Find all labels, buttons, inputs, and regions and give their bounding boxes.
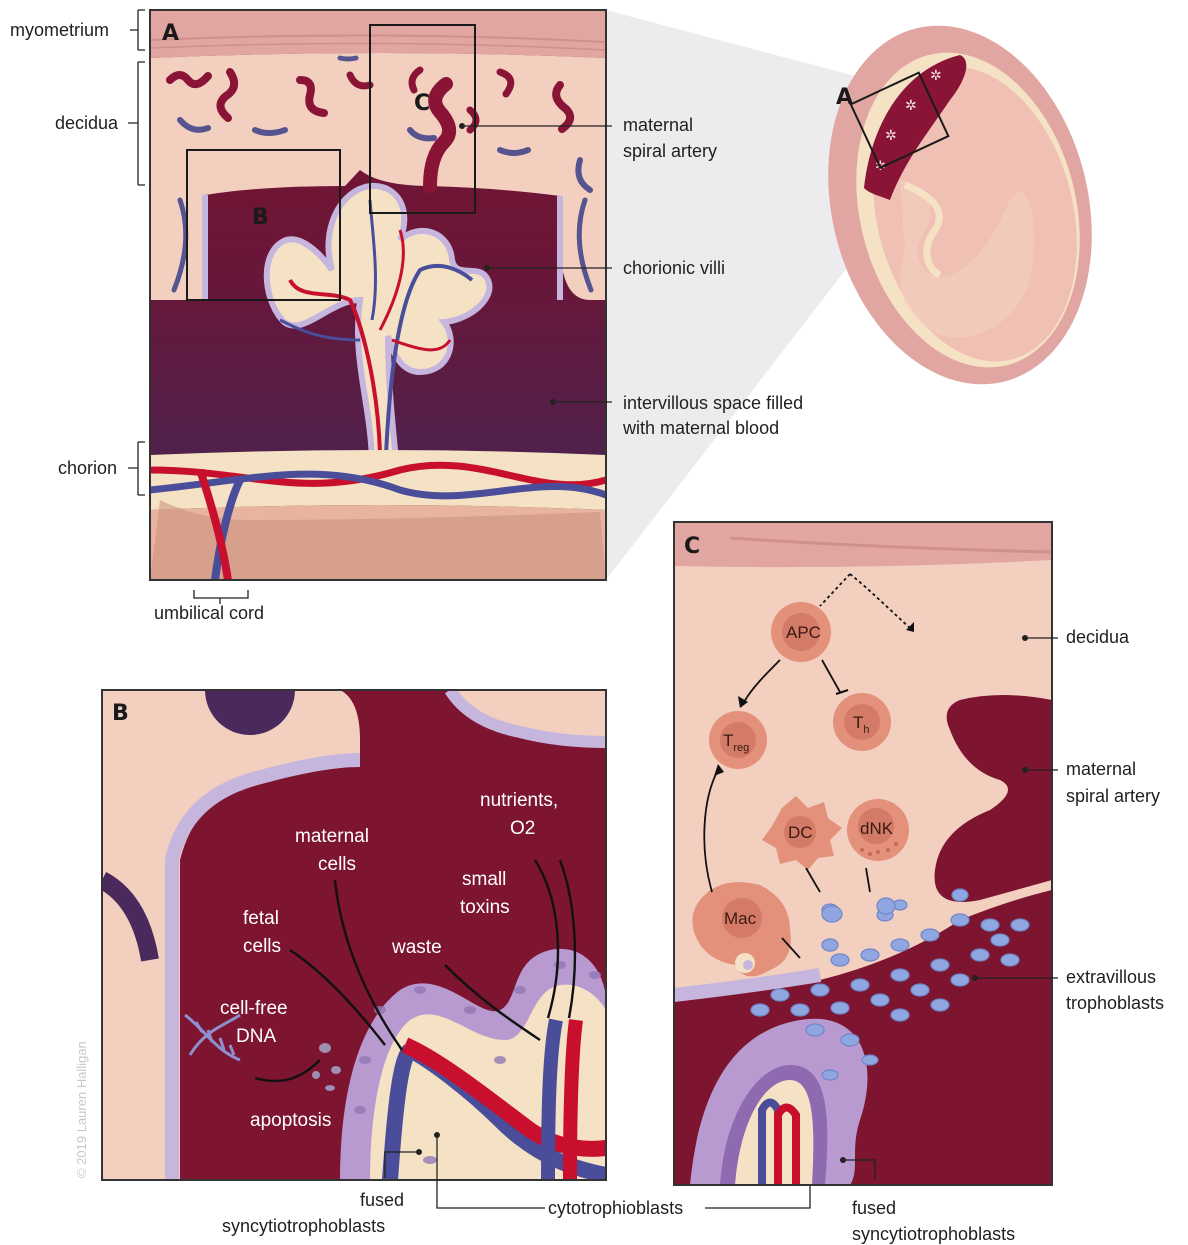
label-decidua-c: decidua: [1066, 627, 1130, 647]
panel-c-letter: C: [684, 534, 700, 559]
label-myometrium: myometrium: [10, 20, 109, 40]
label-intervillous-2: with maternal blood: [622, 418, 779, 438]
myometrium-layer: [150, 10, 606, 58]
label-fused-sync-c1: fused: [852, 1198, 896, 1218]
label-fused-sync-c2: syncytiotrophoblasts: [852, 1224, 1015, 1244]
svg-text:✲: ✲: [930, 67, 942, 83]
svg-text:✲: ✲: [905, 97, 917, 113]
label-chorion: chorion: [58, 458, 117, 478]
label-fetal-cells-2: cells: [243, 936, 281, 957]
label-maternal-cells-2: cells: [318, 854, 356, 875]
inset-c-letter: C: [414, 91, 430, 116]
label-extravillous-1: extravillous: [1066, 967, 1156, 987]
label-waste: waste: [391, 937, 442, 958]
label-spiral-artery-a1: maternal: [623, 115, 693, 135]
inset-b-letter: B: [252, 205, 269, 230]
label-nutrients-1: nutrients,: [480, 790, 558, 811]
label-cytotroph: cytotrophioblasts: [548, 1198, 683, 1218]
panel-c: [674, 522, 1052, 1185]
label-mac: Mac: [724, 909, 757, 928]
panel-a: [150, 10, 606, 580]
label-maternal-cells-1: maternal: [295, 826, 369, 847]
label-small-toxins-2: toxins: [460, 897, 510, 918]
label-cell-free-1: cell-free: [220, 998, 288, 1019]
label-apc: APC: [786, 623, 821, 642]
label-spiral-artery-c2: spiral artery: [1066, 786, 1160, 806]
label-fetal-cells-1: fetal: [243, 908, 279, 929]
overview-a-letter: A: [836, 85, 853, 110]
label-spiral-artery-a2: spiral artery: [623, 141, 717, 161]
label-spiral-artery-c1: maternal: [1066, 759, 1136, 779]
label-cell-free-2: DNA: [236, 1026, 276, 1047]
panel-b: [102, 645, 606, 1180]
label-decidua-a: decidua: [55, 113, 119, 133]
svg-text:✲: ✲: [885, 127, 897, 143]
label-umbilical-cord: umbilical cord: [154, 603, 264, 623]
label-dc: DC: [788, 823, 813, 842]
label-apoptosis: apoptosis: [250, 1110, 331, 1131]
label-fused-sync-b1: fused: [360, 1190, 404, 1210]
panel-b-letter: B: [112, 701, 129, 726]
treg-cell: [709, 711, 767, 769]
label-intervillous-1: intervillous space filled: [623, 393, 803, 413]
panel-a-letter: A: [162, 21, 179, 46]
label-fused-sync-b2: syncytiotrophoblasts: [222, 1216, 385, 1236]
label-dnk: dNK: [860, 819, 894, 838]
uterus-overview: ✲ ✲ ✲ ✲: [792, 0, 1128, 413]
label-small-toxins-1: small: [462, 869, 506, 890]
copyright-text: © 2019 Lauren Halligan: [74, 1041, 89, 1178]
label-chorionic-villi: chorionic villi: [623, 258, 725, 278]
label-nutrients-2: O2: [510, 818, 535, 839]
label-extravillous-2: trophoblasts: [1066, 993, 1164, 1013]
